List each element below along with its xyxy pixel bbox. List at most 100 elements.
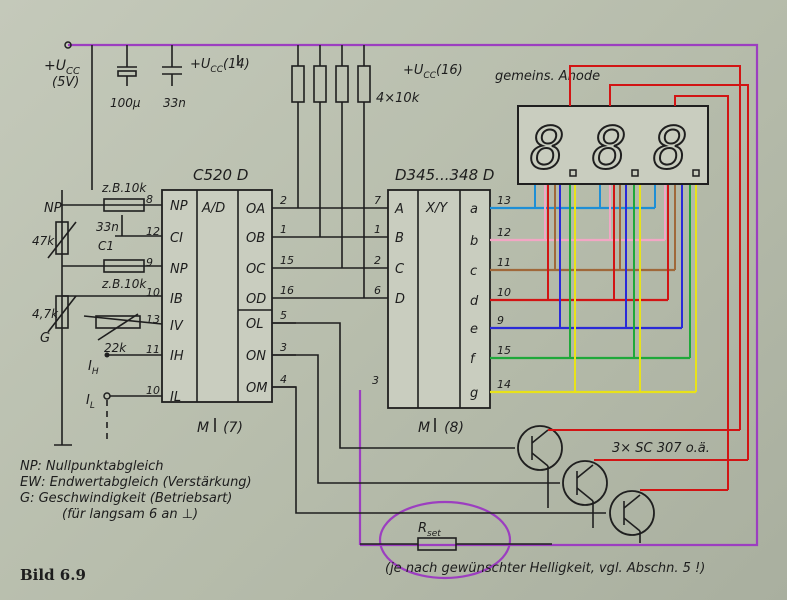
- legend-line-1: EW: Endwertabgleich (Verstärkung): [20, 475, 252, 490]
- ucc-voltage: (5V): [52, 75, 79, 90]
- adc-pinnum-right-5: 3: [280, 341, 287, 354]
- dec-pinnum-left-0: 7: [374, 194, 381, 207]
- dec-pinnum-right-5: 15: [497, 344, 511, 357]
- figure-caption: Bild 6.9: [20, 566, 86, 584]
- svg-text:IL: IL: [86, 393, 95, 411]
- svg-text:M(7): M(7): [197, 420, 243, 436]
- adc-pinnum-right-3: 16: [280, 284, 294, 297]
- adc-pinnum-right-6: 4: [280, 373, 287, 386]
- digit-2: 8: [653, 114, 688, 182]
- transistor-1: [562, 460, 608, 506]
- seven-seg-display: [517, 105, 709, 185]
- adc-pinnum-right-2: 15: [280, 254, 294, 267]
- pot1-label: 47k: [32, 234, 55, 248]
- svg-text:+UCC(16): +UCC(16): [403, 63, 463, 81]
- chip-decoder: [387, 189, 491, 409]
- adc-pin-oa: OA: [246, 202, 265, 217]
- adc-pin-ih-5: IH: [170, 349, 184, 364]
- adc-pinnum-left-2: 9: [146, 256, 153, 269]
- svg-text:Rset: Rset: [418, 521, 441, 539]
- svg-text:IH: IH: [88, 359, 99, 377]
- cap-33n-label: 33n: [163, 96, 186, 110]
- dec-pin-a: A: [394, 202, 404, 217]
- transistor-2: [609, 490, 655, 536]
- pot3-label: 22k: [104, 341, 127, 355]
- g-label: G: [40, 331, 50, 346]
- legend-line-3: (für langsam 6 an ⊥): [62, 507, 198, 522]
- r1-label: z.B.10k: [101, 181, 147, 195]
- anode-wire-2: [674, 95, 729, 490]
- svg-text:M(8): M(8): [418, 420, 464, 436]
- adc-pinnum-left-6: 10: [146, 384, 160, 397]
- adc-pin-ci-1: CI: [170, 231, 183, 246]
- dec-pinnum-right-1: 12: [497, 226, 511, 239]
- adc-pinnum-right-1: 1: [280, 223, 287, 236]
- legend-line-2: G: Geschwindigkeit (Betriebsart): [20, 491, 232, 506]
- dec-pin-d: D: [395, 292, 405, 307]
- rset-note: (je nach gewünschter Helligkeit, vgl. Ab…: [385, 561, 705, 576]
- dec-pin-a: a: [470, 202, 478, 217]
- chip-decoder-name: D345...348 D: [395, 166, 494, 184]
- adc-pinnum-left-1: 12: [146, 225, 160, 238]
- svg-text:+UCC(14): +UCC(14): [190, 57, 250, 75]
- adc-pin-om: OM: [246, 381, 267, 396]
- adc-pin-np-0: NP: [170, 199, 188, 214]
- chip-adc-center: A/D: [201, 201, 225, 216]
- dec-pin-b: B: [395, 231, 404, 246]
- adc-pin-il-6: IL: [170, 390, 181, 405]
- adc-pin-ob: OB: [246, 231, 265, 246]
- dp-2: [692, 169, 700, 177]
- dec-pinnum-right-3: 10: [497, 286, 511, 299]
- dec-pin-b: b: [470, 234, 478, 249]
- adc-pinnum-right-4: 5: [280, 309, 287, 322]
- adc-pinnum-right-0: 2: [280, 194, 287, 207]
- dec-pinnum-right-4: 9: [497, 314, 504, 327]
- transistor-0: [517, 425, 563, 471]
- dec-pinnum-left-1: 1: [374, 223, 381, 236]
- display-label: gemeins. Anode: [495, 69, 600, 84]
- chip-adc-name: C520 D: [193, 166, 248, 184]
- cap-100u-label: 100µ: [110, 96, 141, 110]
- adc-pin-ol: OL: [246, 317, 263, 332]
- adc-pin-oc: OC: [246, 262, 266, 277]
- highlight-supply-wire: [68, 43, 759, 547]
- ucc-terminal: [64, 41, 72, 49]
- highlight-rset-ellipse: [378, 500, 512, 580]
- c33n-label: 33n: [96, 220, 119, 234]
- dp-1: [631, 169, 639, 177]
- resistor-array: [291, 45, 371, 298]
- dec-pin-d: d: [470, 294, 479, 309]
- pot2-label: 4,7k: [32, 307, 59, 321]
- dec-pin-c: C: [395, 262, 405, 277]
- adc-pin-on: ON: [246, 349, 266, 364]
- dec-pinnum-right-0: 13: [497, 194, 511, 207]
- adc-pin-np-2: NP: [170, 262, 188, 277]
- r2-label: z.B.10k: [101, 277, 147, 291]
- dp-0: [569, 169, 577, 177]
- np-label: NP: [44, 201, 62, 216]
- adc-pinnum-left-3: 10: [146, 286, 160, 299]
- dec-pin-g: g: [470, 386, 478, 401]
- dec-pinnum-left-3: 6: [374, 284, 381, 297]
- dec-pinnum-right-6: 14: [497, 378, 511, 391]
- adc-pinnum-left-0: 8: [146, 193, 153, 206]
- adc-pin-iv-4: IV: [170, 319, 184, 334]
- dec-pinnum-right-2: 11: [497, 256, 511, 269]
- dec-pin-e: e: [470, 322, 478, 337]
- transistor-label: 3× SC 307 o.ä.: [612, 441, 710, 456]
- anode-wire-0: [569, 65, 741, 430]
- adc-pin-ib-3: IB: [170, 292, 183, 307]
- dec-pinnum-extra: 3: [372, 374, 379, 387]
- adc-pinnum-left-5: 11: [146, 343, 160, 356]
- dec-pin-f: f: [470, 352, 477, 367]
- svg-text:+UCC: +UCC: [44, 58, 80, 77]
- chip-decoder-center: X/Y: [425, 201, 448, 216]
- resistor-array-label: 4×10k: [376, 91, 420, 106]
- legend-line-0: NP: Nullpunktabgleich: [20, 459, 163, 474]
- dec-pinnum-left-2: 2: [374, 254, 381, 267]
- digit-1: 8: [592, 114, 627, 182]
- adc-pin-od: OD: [246, 292, 266, 307]
- c1-label: C1: [98, 239, 114, 253]
